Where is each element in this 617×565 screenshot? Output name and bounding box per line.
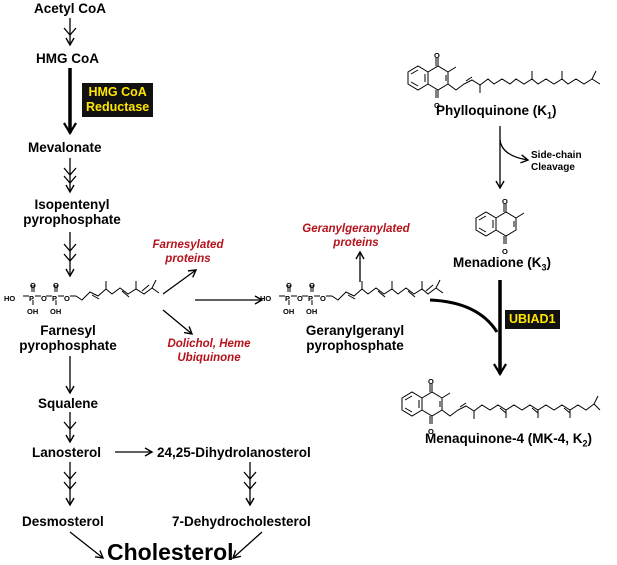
arrow-acetyl-hmg [63,18,77,47]
atom-oh: OH [283,307,295,316]
label-farnesyl-pyrophosphate: Farnesyl pyrophosphate [19,323,117,353]
atom-oh: OH [306,307,318,316]
label-menaquinone-4: Menaquinone-4 (MK-4, K2) [425,431,593,449]
atom-p: P [52,294,58,303]
label-dihydrolanosterol: 24,25-Dihydrolanosterol [157,445,311,460]
label-hmg-coa: HMG CoA [36,51,99,66]
label-acetyl-coa: Acetyl CoA [34,1,107,16]
label-geranylgeranylated-proteins: Geranylgeranylated proteins [302,223,410,249]
arrow-lanosterol-desmosterol [63,462,77,507]
atom-o: O [434,51,440,60]
atom-p: P [29,294,35,303]
label-squalene: Squalene [38,396,99,411]
label-cholesterol: Cholesterol [107,539,234,565]
atom-ho: HO [260,294,272,303]
phylloquinone-structure [407,58,601,98]
atom-o: O [30,281,36,290]
atom-o: O [320,294,326,303]
atom-o: O [64,294,70,303]
arrow-farnesyl-dolichol [162,309,194,335]
atom-o: O [297,294,303,303]
atom-o: O [502,247,508,256]
label-desmosterol: Desmosterol [22,514,104,529]
arrow-squalene-lanosterol [63,412,77,444]
arrow-dihydro-dehydro [243,462,257,507]
label-dolichol-heme-ubiquinone: Dolichol, Heme Ubiquinone [167,338,251,364]
atom-o: O [502,197,508,206]
atom-oh: OH [50,307,62,316]
arrow-dehydro-cholesterol [231,531,263,559]
side-chain-curve [499,139,530,164]
label-7-dehydrocholesterol: 7-Dehydrocholesterol [172,514,311,529]
ubiad1-curve [429,298,499,333]
geranylgeranyl-structure [279,279,444,305]
label-farnesylated-proteins: Farnesylated proteins [152,239,224,265]
atom-o: O [428,427,434,436]
atom-o: O [434,101,440,110]
label-geranylgeranyl-pyrophosphate: Geranylgeranyl pyrophosphate [305,323,405,353]
menaquinone-structure [401,384,601,424]
label-mevalonate: Mevalonate [28,140,102,155]
label-lanosterol: Lanosterol [32,445,102,460]
atom-o: O [53,281,59,290]
atom-oh: OH [27,307,39,316]
atom-o: O [286,281,292,290]
atom-o: O [41,294,47,303]
atom-p: P [308,294,314,303]
enzyme-hmg-coa-reductase: HMG CoA Reductase [82,83,154,117]
atom-o: O [428,377,434,386]
enzyme-ubiad1: UBIAD1 [505,310,560,329]
arrow-desmosterol-cholesterol [69,531,105,559]
menadione-structure [475,204,525,244]
arrow-farnesyl-farnesylated [162,269,198,295]
label-side-chain-cleavage: Side-chain Cleavage [531,150,582,173]
arrow-isopentenyl-farnesyl [63,232,77,278]
label-phylloquinone: Phylloquinone (K1) [436,103,557,121]
atom-ho: HO [4,294,16,303]
label-isopentenyl-pyrophosphate: Isopentenyl pyrophosphate [23,197,121,227]
atom-p: P [285,294,291,303]
label-menadione: Menadione (K3) [453,255,552,273]
arrow-mevalonate-isopentenyl [63,158,77,194]
atom-o: O [309,281,315,290]
farnesyl-structure [23,279,160,305]
